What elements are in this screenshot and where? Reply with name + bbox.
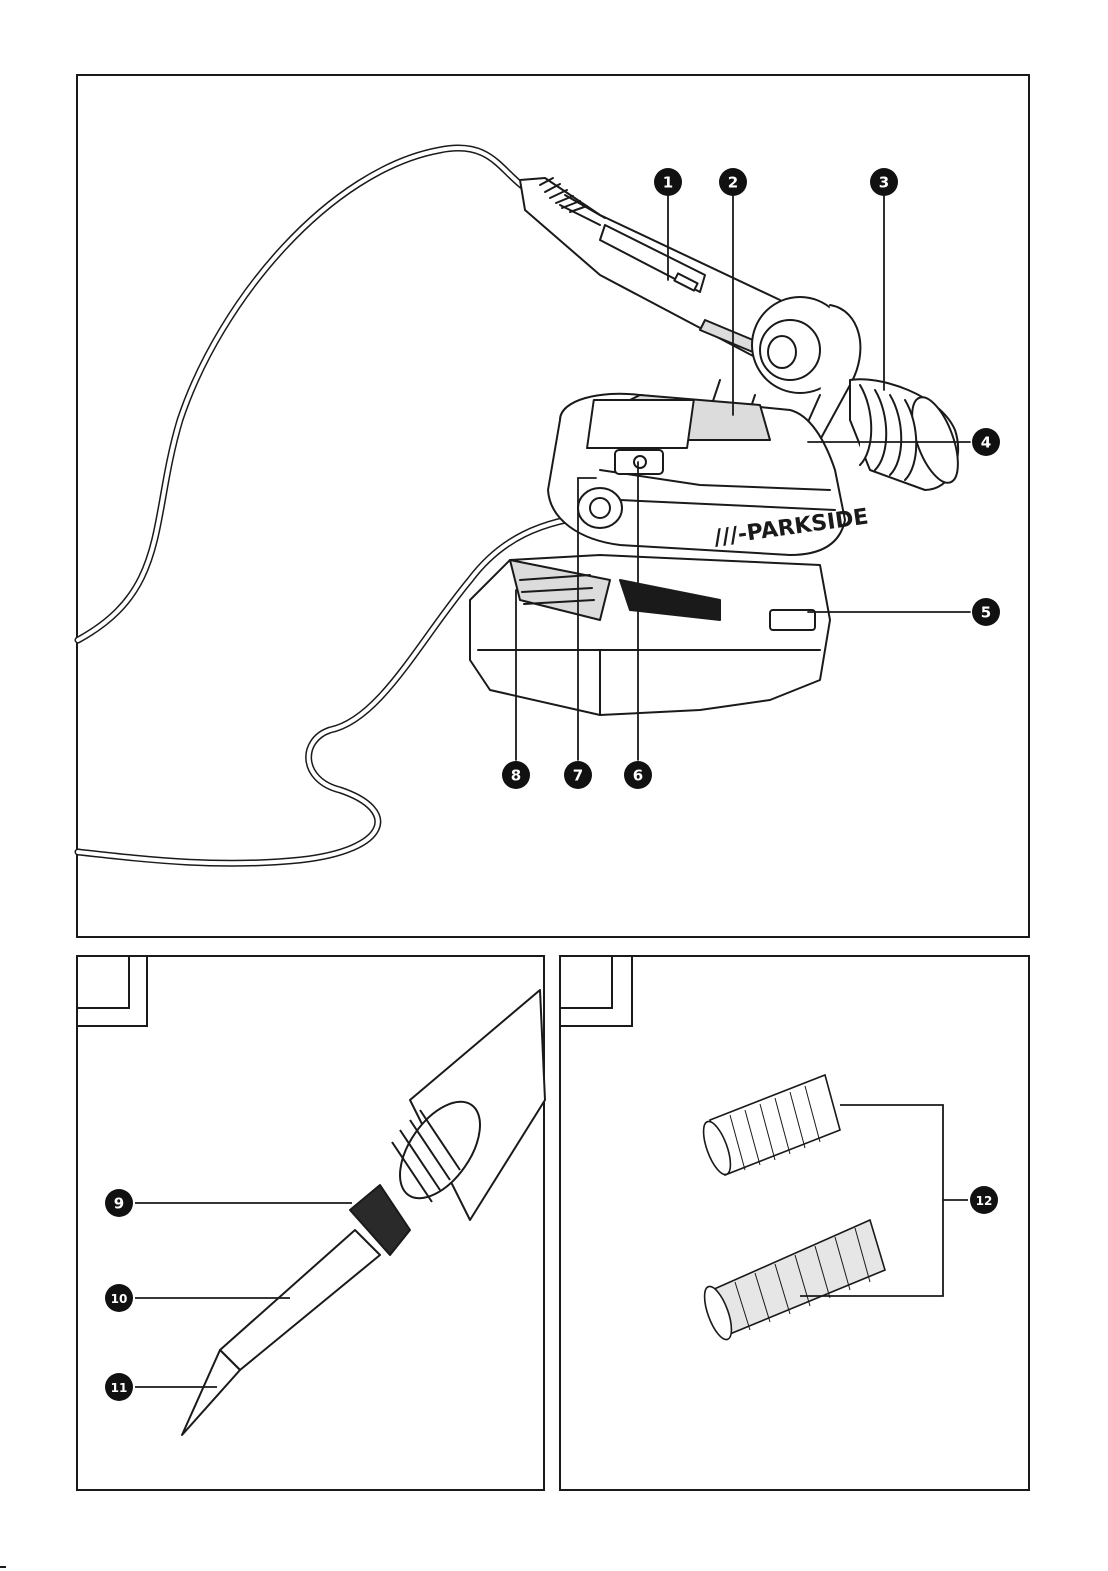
callout-7: 7 — [564, 761, 592, 789]
callout-3: 3 — [870, 168, 898, 196]
callout-4: 4 — [972, 428, 1000, 456]
callouts: 1 2 3 4 5 6 7 8 9 10 11 12 — [105, 168, 1000, 1401]
svg-text:12: 12 — [976, 1194, 993, 1208]
svg-text:5: 5 — [981, 604, 991, 622]
svg-text:2: 2 — [728, 174, 738, 192]
svg-text:10: 10 — [111, 1292, 128, 1306]
svg-text:3: 3 — [879, 174, 889, 192]
svg-text:7: 7 — [573, 767, 583, 785]
svg-text:4: 4 — [981, 434, 991, 452]
callout-10: 10 — [105, 1284, 133, 1312]
display-screen — [587, 400, 694, 448]
svg-text:9: 9 — [114, 1195, 124, 1213]
coil-sleeve-2 — [712, 1220, 885, 1336]
svg-text:11: 11 — [111, 1381, 128, 1395]
callout-11: 11 — [105, 1373, 133, 1401]
svg-text:8: 8 — [511, 767, 521, 785]
svg-text:6: 6 — [633, 767, 643, 785]
soldering-station-illustration: ///-PARKSIDE — [78, 148, 970, 863]
callout-9: 9 — [105, 1189, 133, 1217]
callout-1: 1 — [654, 168, 682, 196]
page-edge-mark — [0, 1566, 6, 1568]
battery-pack — [470, 555, 830, 715]
callout-2: 2 — [719, 168, 747, 196]
sleeves-detail-illustration — [698, 1075, 968, 1343]
callout-5: 5 — [972, 598, 1000, 626]
svg-text:1: 1 — [663, 174, 673, 192]
charge-level-indicator — [770, 610, 815, 630]
coil-holder — [850, 379, 967, 490]
callout-8: 8 — [502, 761, 530, 789]
callout-6: 6 — [624, 761, 652, 789]
callout-12: 12 — [970, 1186, 998, 1214]
tip-detail-illustration — [135, 990, 545, 1435]
